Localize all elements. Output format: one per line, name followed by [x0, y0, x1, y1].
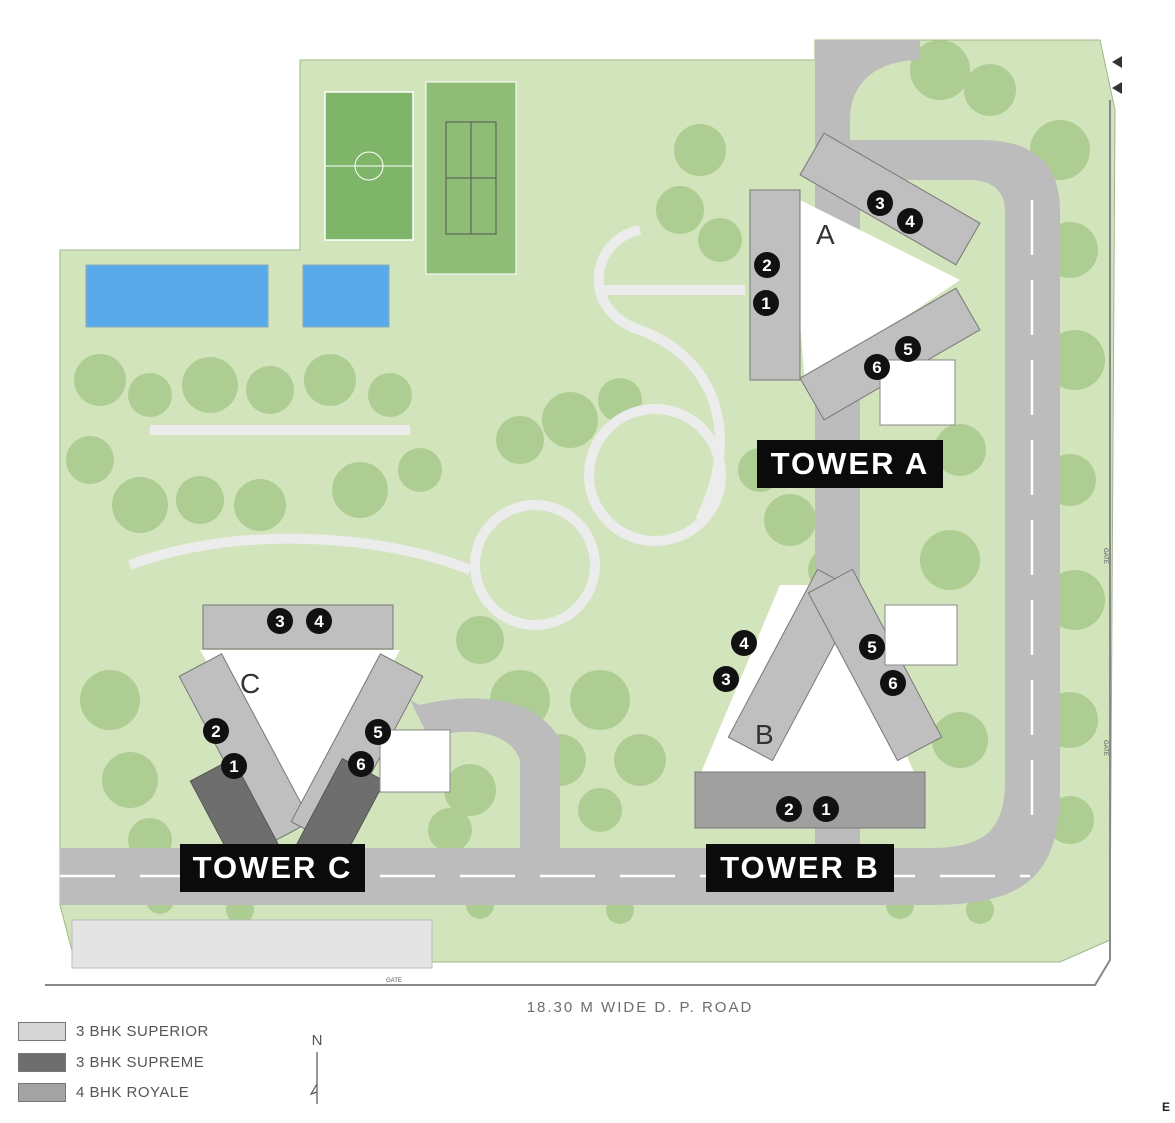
tower-b-unit-marker[interactable] — [859, 634, 885, 660]
tower-a-wing-letter: A — [816, 219, 835, 250]
gate-label-1: GATE — [1102, 548, 1108, 564]
tower-b-unit-number: 6 — [888, 674, 897, 693]
tower-b-unit-marker[interactable] — [813, 796, 839, 822]
tower-b-label[interactable]: TOWER B — [706, 844, 894, 892]
tree-clusters — [66, 40, 1105, 924]
tower-c-unit-number: 4 — [314, 612, 324, 631]
swimming-pool-large — [85, 264, 269, 328]
north-label: N — [311, 1032, 323, 1049]
tower-b-wing-letter: B — [755, 719, 774, 750]
swimming-pool-small — [302, 264, 390, 328]
tower-b-unit-marker[interactable] — [713, 666, 739, 692]
tower-c-wing-letter: C — [240, 668, 260, 699]
tower-a-unit-number: 4 — [905, 212, 915, 231]
tower-c-unit-marker[interactable] — [267, 608, 293, 634]
entry-arrows — [1112, 56, 1122, 94]
legend-item-4bhk-royale: 4 BHK ROYALE — [18, 1083, 189, 1102]
tower-c-unit-number: 6 — [356, 755, 365, 774]
legend-item-3bhk-supreme: 3 BHK SUPREME — [18, 1053, 204, 1072]
tower-b-unit-number: 4 — [739, 634, 749, 653]
legend-label: 4 BHK ROYALE — [76, 1084, 190, 1101]
tower-a-unit-marker[interactable] — [867, 190, 893, 216]
tower-a-unit-number: 3 — [875, 194, 884, 213]
tower-b-unit-number: 3 — [721, 670, 730, 689]
tower-c-building: C — [178, 604, 451, 871]
tower-c-unit-number: 5 — [373, 723, 382, 742]
corner-letter: E — [1162, 1100, 1171, 1114]
pathways — [128, 225, 745, 630]
tower-a-courtyard — [790, 195, 960, 385]
tower-a-unit-marker[interactable] — [895, 336, 921, 362]
site-boundary — [45, 100, 1111, 986]
tower-c-unit-marker[interactable] — [221, 753, 247, 779]
tower-a-label[interactable]: TOWER A — [757, 440, 943, 488]
tower-c-wing-top — [202, 604, 394, 650]
tower-a-wing-left — [749, 189, 801, 381]
tower-b-wing-bottom — [694, 771, 926, 829]
tower-a-unit-marker[interactable] — [864, 354, 890, 380]
tower-c-label[interactable]: TOWER C — [180, 844, 365, 892]
tower-b-unit-markers: 1 2 3 4 5 6 — [713, 630, 906, 822]
tower-c-unit-number: 1 — [229, 757, 238, 776]
tower-c-unit-marker[interactable] — [365, 719, 391, 745]
tower-a-unit-number: 6 — [872, 358, 881, 377]
tower-a-building: A — [749, 132, 981, 426]
tower-b-building: B — [694, 568, 958, 829]
tower-b-unit-marker[interactable] — [776, 796, 802, 822]
tower-a-unit-marker[interactable] — [754, 252, 780, 278]
tower-c-courtyard — [200, 650, 400, 830]
tower-b-unit-number: 2 — [784, 800, 793, 819]
legend-item-3bhk-superior: 3 BHK SUPERIOR — [18, 1022, 209, 1041]
football-field — [324, 91, 414, 241]
tower-a-unit-number: 1 — [761, 294, 770, 313]
road-label: 18.30 M WIDE D. P. ROAD — [526, 999, 754, 1016]
tower-a-unit-marker[interactable] — [897, 208, 923, 234]
tower-b-unit-number: 5 — [867, 638, 876, 657]
boundary-strip — [71, 919, 433, 969]
legend-label: 3 BHK SUPERIOR — [76, 1023, 209, 1040]
tower-a-annex — [879, 359, 956, 426]
tower-c-unit-marker[interactable] — [306, 608, 332, 634]
tower-c-unit-markers: 1 2 3 4 5 6 — [203, 608, 391, 779]
tower-c-unit-number: 3 — [275, 612, 284, 631]
tower-a-unit-markers: 1 2 3 4 5 6 — [753, 190, 923, 380]
tower-c-unit-marker[interactable] — [203, 718, 229, 744]
legend-label: 3 BHK SUPREME — [76, 1054, 205, 1071]
legend-swatch — [18, 1022, 66, 1041]
tower-a-unit-marker[interactable] — [753, 290, 779, 316]
tower-b-annex — [884, 604, 958, 666]
legend-swatch — [18, 1053, 66, 1072]
tennis-court — [425, 81, 517, 275]
tower-a-unit-number: 2 — [762, 256, 771, 275]
tower-c-annex — [379, 729, 451, 793]
tower-a-unit-number: 5 — [903, 340, 912, 359]
legend-swatch — [18, 1083, 66, 1102]
tower-c-unit-marker[interactable] — [348, 751, 374, 777]
tower-c-unit-number: 2 — [211, 722, 220, 741]
gate-label-3: GATE — [386, 978, 402, 984]
tower-b-unit-number: 1 — [821, 800, 830, 819]
gate-label-2: GATE — [1102, 740, 1108, 756]
north-arrow: N — [302, 1032, 332, 1107]
tower-b-unit-marker[interactable] — [731, 630, 757, 656]
north-arrow-icon — [309, 1052, 318, 1104]
tower-b-unit-marker[interactable] — [880, 670, 906, 696]
